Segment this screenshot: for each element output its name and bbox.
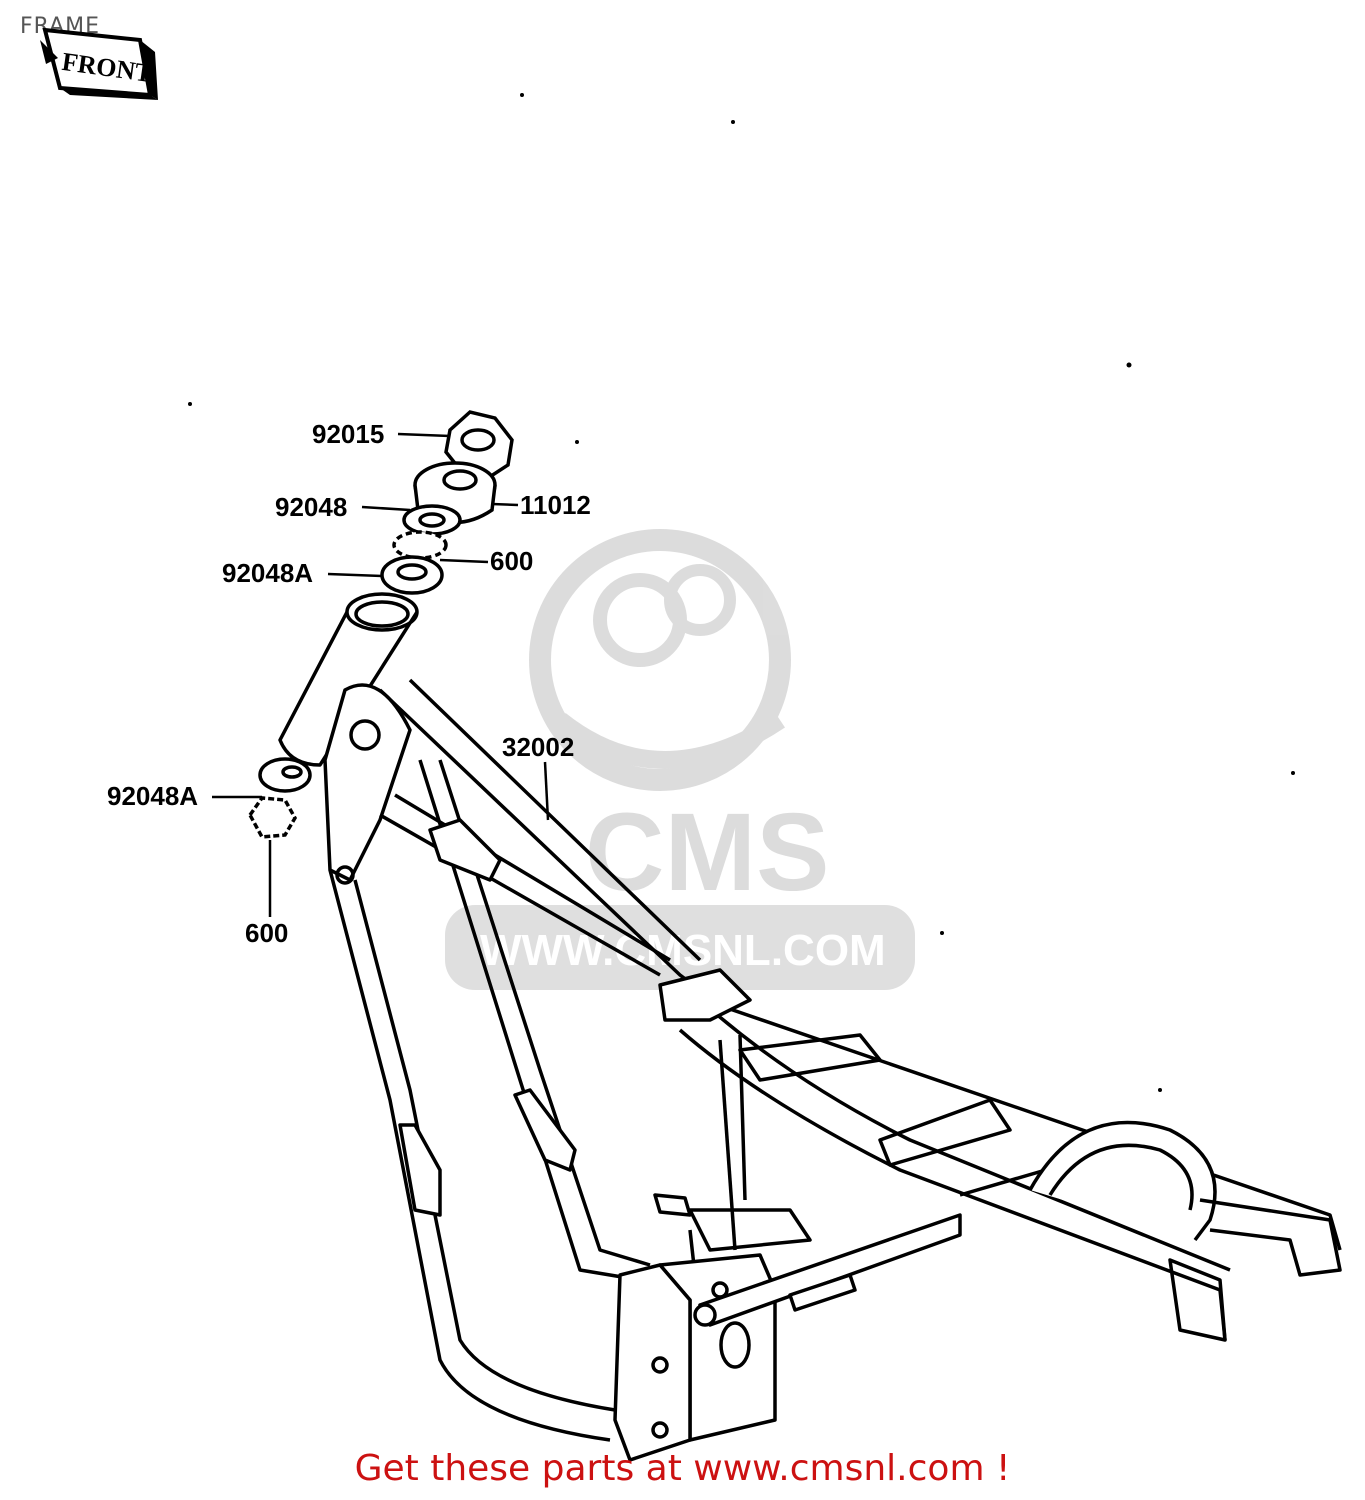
scan-specks	[188, 93, 1295, 1092]
front-badge: FRONT	[40, 27, 158, 100]
leader-lines	[212, 432, 550, 917]
stem-bearing-icon	[392, 530, 448, 560]
watermark-banner	[445, 905, 915, 990]
cmsnl-watermark: CMS WWW.CMSNL.COM	[445, 529, 915, 990]
watermark-url: WWW.CMSNL.COM	[480, 926, 886, 975]
callout-92048: 92048	[275, 492, 347, 522]
callout-11012: 11012	[520, 490, 591, 520]
callout-600-lower: 600	[245, 918, 288, 948]
lower-bearing-parts	[247, 757, 312, 839]
watermark-helmet-icon	[529, 529, 791, 791]
callout-92048a-lower: 92048A	[107, 781, 198, 811]
main-frame	[278, 592, 1342, 1462]
callout-600-upper: 600	[490, 546, 533, 576]
callout-92048a-upper: 92048A	[222, 558, 313, 588]
footer-promo-link[interactable]: Get these parts at www.cmsnl.com !	[354, 1448, 1011, 1489]
callout-32002: 32002	[502, 732, 574, 762]
watermark-brand: CMS	[585, 791, 829, 914]
steering-stem-parts	[380, 410, 514, 595]
lower-bearing-icon	[247, 796, 298, 839]
callout-92015: 92015	[312, 419, 384, 449]
